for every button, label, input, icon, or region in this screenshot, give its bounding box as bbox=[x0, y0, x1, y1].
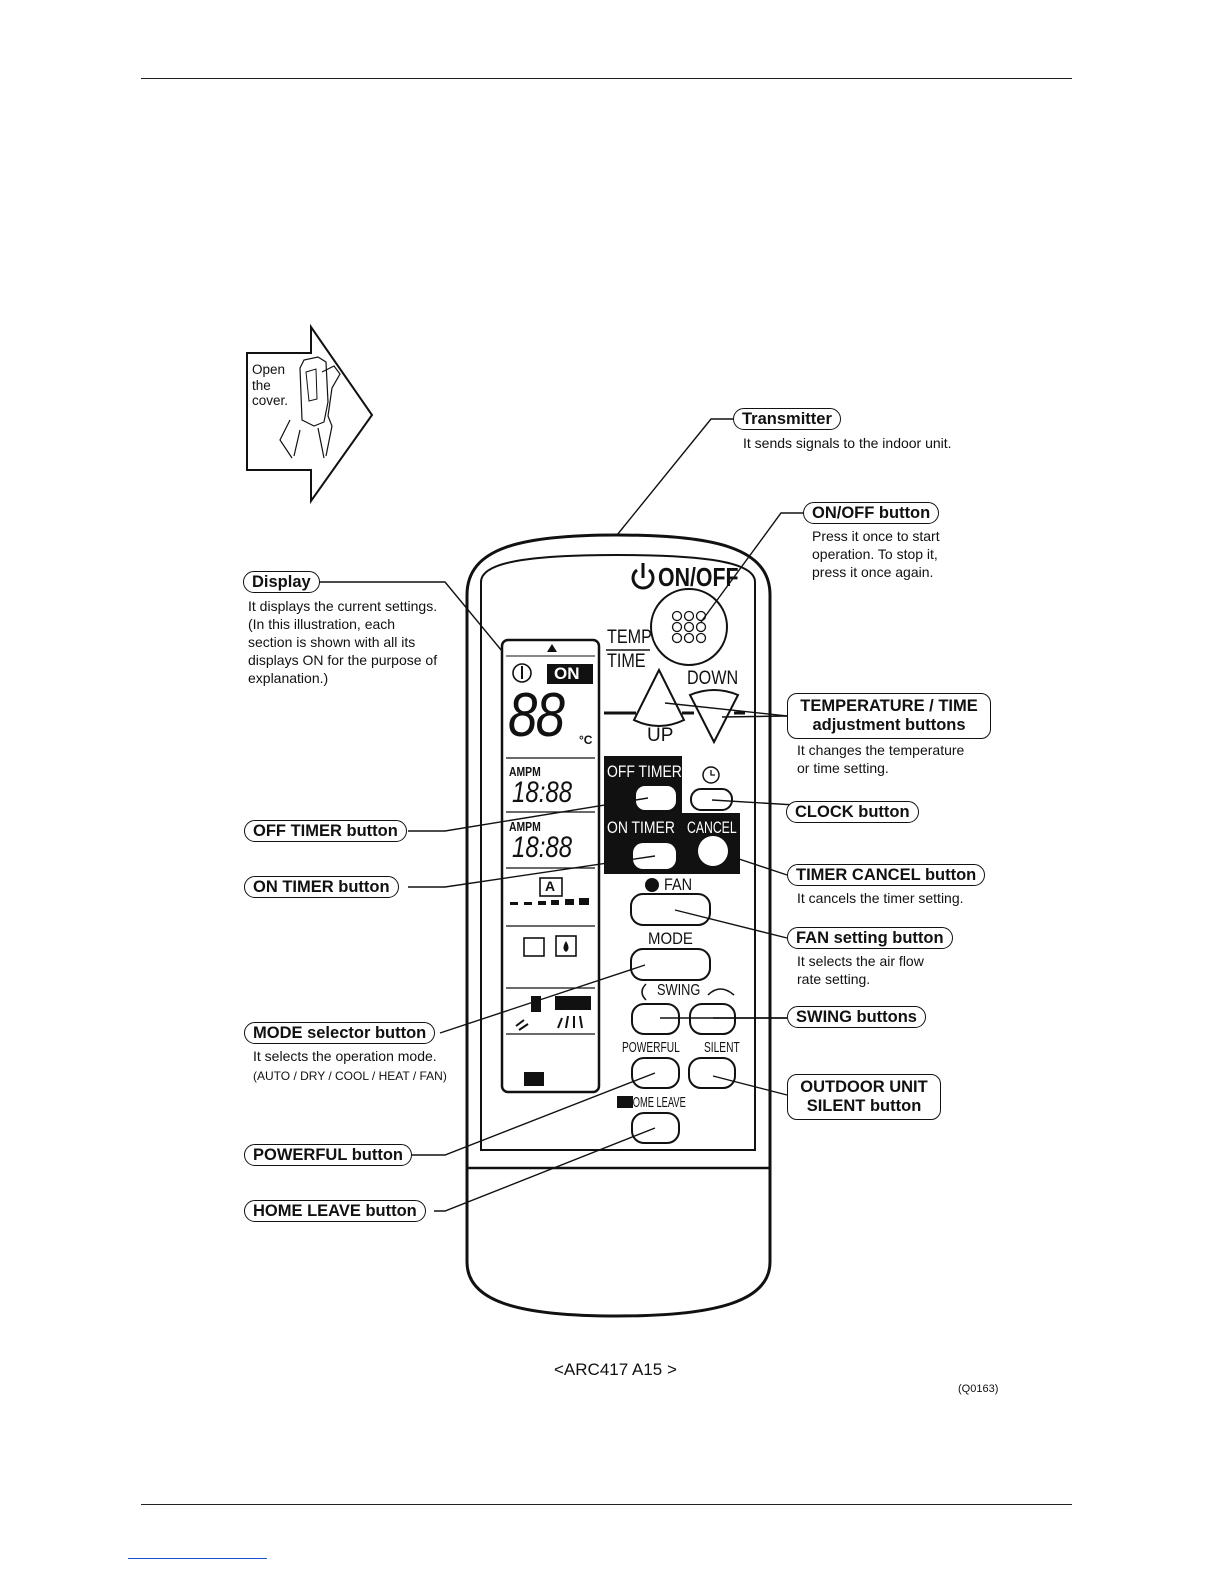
swing-horizontal-button-graphic bbox=[689, 1003, 736, 1035]
on-timer-callout: ON TIMER button bbox=[244, 876, 399, 898]
display-time-2: 18:88 bbox=[512, 831, 573, 864]
down-label: DOWN bbox=[687, 668, 739, 689]
timer-cancel-desc: It cancels the timer setting. bbox=[797, 890, 964, 906]
display-auto-icon-label: A bbox=[545, 878, 556, 894]
display-temp-digits: 88 bbox=[508, 681, 565, 750]
figure-code: (Q0163) bbox=[958, 1383, 999, 1395]
timer-cancel-callout: TIMER CANCEL button bbox=[787, 864, 986, 886]
off-timer-label: OFF TIMER bbox=[607, 762, 682, 781]
swing-vertical-button-graphic bbox=[631, 1003, 680, 1035]
time-label: TIME bbox=[607, 651, 646, 672]
fan-callout: FAN setting button bbox=[787, 927, 953, 949]
display-ampm-2: AMPM bbox=[509, 819, 541, 834]
powerful-callout: POWERFUL button bbox=[244, 1144, 412, 1166]
onoff-button-graphic bbox=[650, 588, 728, 666]
display-celsius: °C bbox=[579, 733, 593, 747]
temp-label: TEMP bbox=[607, 627, 652, 648]
dry-mode-icon bbox=[555, 935, 577, 957]
cancel-label: CANCEL bbox=[687, 818, 737, 837]
down-button-graphic bbox=[688, 689, 740, 745]
temp-time-callout-line1: TEMPERATURE / TIME bbox=[800, 697, 978, 715]
display-callout: Display bbox=[243, 571, 320, 593]
thermometer-icon bbox=[512, 663, 532, 683]
transmitter-callout: Transmitter bbox=[733, 408, 841, 430]
home-leave-icon bbox=[617, 1096, 633, 1108]
silent-button-graphic bbox=[688, 1057, 736, 1089]
clock-icon bbox=[702, 766, 720, 784]
mode-desc-small: (AUTO / DRY / COOL / HEAT / FAN) bbox=[253, 1069, 447, 1083]
mode-button-graphic bbox=[630, 948, 711, 981]
onoff-desc: Press it once to start operation. To sto… bbox=[812, 528, 940, 580]
lcd-display bbox=[500, 638, 601, 1094]
home-leave-display-icon bbox=[524, 1072, 544, 1086]
powerful-button-graphic bbox=[631, 1057, 680, 1089]
fan-speed-bars bbox=[510, 898, 589, 905]
off-timer-callout: OFF TIMER button bbox=[244, 820, 407, 842]
swing-flap-icon bbox=[531, 996, 541, 1012]
temp-time-desc: It changes the temperature or time setti… bbox=[797, 742, 965, 776]
footer-link-underline[interactable] bbox=[128, 1558, 267, 1559]
open-cover-hint: Open the cover. bbox=[252, 362, 289, 408]
outdoor-silent-line1: OUTDOOR UNIT bbox=[800, 1078, 928, 1096]
home-leave-label: HOME LEAVE bbox=[626, 1094, 686, 1111]
silent-label: SILENT bbox=[704, 1039, 740, 1056]
clock-callout: CLOCK button bbox=[786, 801, 919, 823]
temp-time-callout: TEMPERATURE / TIME adjustment buttons bbox=[787, 693, 991, 739]
onoff-label: ON/OFF bbox=[658, 562, 739, 592]
mode-desc: It selects the operation mode. bbox=[253, 1048, 437, 1064]
bottom-rule bbox=[141, 1504, 1072, 1505]
display-desc: It displays the current settings. (In th… bbox=[248, 598, 438, 686]
off-timer-button-graphic bbox=[636, 786, 676, 810]
mode-callout: MODE selector button bbox=[244, 1022, 436, 1044]
cancel-button-graphic bbox=[698, 836, 728, 866]
transmitter-desc: It sends signals to the indoor unit. bbox=[743, 435, 952, 451]
swing-horizontal-icon bbox=[707, 988, 735, 996]
up-label: UP bbox=[647, 725, 674, 746]
display-ampm-1: AMPM bbox=[509, 764, 541, 779]
onoff-callout: ON/OFF button bbox=[803, 502, 940, 524]
up-button-graphic bbox=[632, 667, 686, 727]
model-caption: <ARC417 A15 > bbox=[554, 1360, 677, 1379]
remote-body bbox=[465, 533, 772, 1318]
auto-mode-icon bbox=[539, 877, 563, 897]
power-icon bbox=[631, 563, 655, 590]
fan-label: FAN bbox=[664, 875, 693, 894]
swing-label: SWING bbox=[657, 982, 701, 999]
display-on-badge: ON bbox=[554, 664, 580, 683]
swing-vertical-icon bbox=[641, 983, 647, 1001]
on-timer-label: ON TIMER bbox=[607, 818, 675, 837]
outdoor-silent-callout: OUTDOOR UNIT SILENT button bbox=[787, 1074, 941, 1120]
outdoor-silent-line2: SILENT button bbox=[806, 1097, 922, 1115]
top-rule bbox=[141, 78, 1072, 79]
home-leave-button-graphic bbox=[631, 1112, 680, 1144]
swing-callout: SWING buttons bbox=[787, 1006, 926, 1028]
fan-icon bbox=[645, 878, 659, 892]
home-leave-callout: HOME LEAVE button bbox=[244, 1200, 426, 1222]
clock-button-graphic bbox=[690, 788, 733, 811]
leader-lines bbox=[316, 418, 913, 1212]
powerful-label: POWERFUL bbox=[622, 1039, 680, 1056]
fan-desc: It selects the air flow rate setting. bbox=[797, 953, 924, 987]
fan-button-graphic bbox=[630, 893, 711, 926]
temp-time-callout-line2: adjustment buttons bbox=[812, 716, 966, 734]
mode-label: MODE bbox=[648, 929, 693, 948]
open-cover-arrow-icon bbox=[246, 323, 374, 505]
display-time-1: 18:88 bbox=[512, 776, 573, 809]
